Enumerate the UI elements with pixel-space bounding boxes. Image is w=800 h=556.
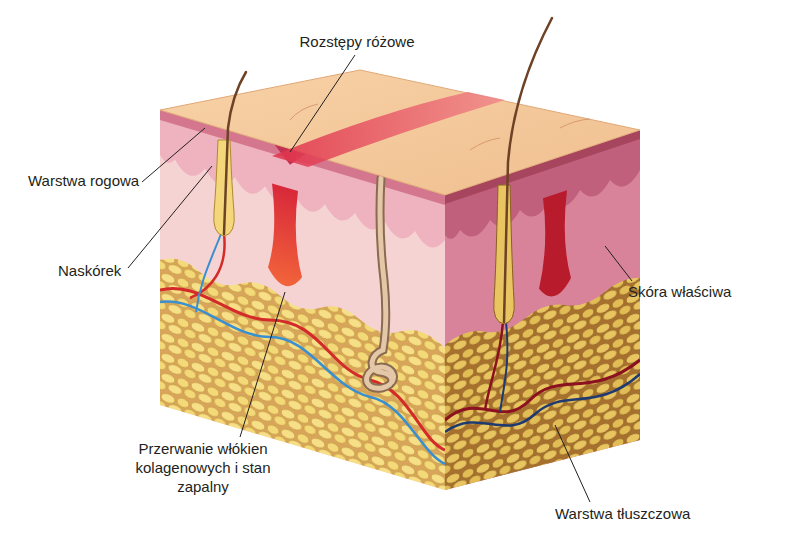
leader-line xyxy=(290,55,355,152)
part-label: Naskórek xyxy=(58,262,121,281)
inflammation-wedge xyxy=(268,182,302,291)
skin-crease xyxy=(470,138,500,150)
sweat-gland-inner xyxy=(367,178,394,388)
vein xyxy=(160,302,445,464)
hair-shaft xyxy=(504,18,552,322)
sweat-gland xyxy=(367,178,394,388)
part-label: Rozstępy różowe xyxy=(299,33,414,52)
hair-shaft xyxy=(224,72,246,234)
leader-line xyxy=(555,425,590,502)
leader-line xyxy=(142,128,205,182)
right-layers xyxy=(445,128,645,525)
vein xyxy=(196,234,221,312)
skin-crease xyxy=(560,119,590,128)
part-label: Warstwa rogowa xyxy=(28,172,139,191)
inflammation-wedge xyxy=(539,189,571,301)
leader-line xyxy=(128,166,212,268)
part-label: Skóra właściwa xyxy=(628,283,731,302)
leader-line xyxy=(240,292,285,437)
vein xyxy=(445,374,640,432)
vein xyxy=(500,322,507,412)
skin-crease xyxy=(290,104,318,120)
leader-line xyxy=(605,246,632,281)
stretch-mark xyxy=(272,92,505,167)
right-face xyxy=(445,128,645,525)
artery xyxy=(485,322,503,410)
part-label: Przerwanie włókien kolagenowych i stan z… xyxy=(128,440,278,496)
fat-layer xyxy=(445,273,645,525)
skin-surface xyxy=(160,70,640,195)
artery xyxy=(445,360,640,420)
part-label: Warstwa tłuszczowa xyxy=(555,505,690,524)
